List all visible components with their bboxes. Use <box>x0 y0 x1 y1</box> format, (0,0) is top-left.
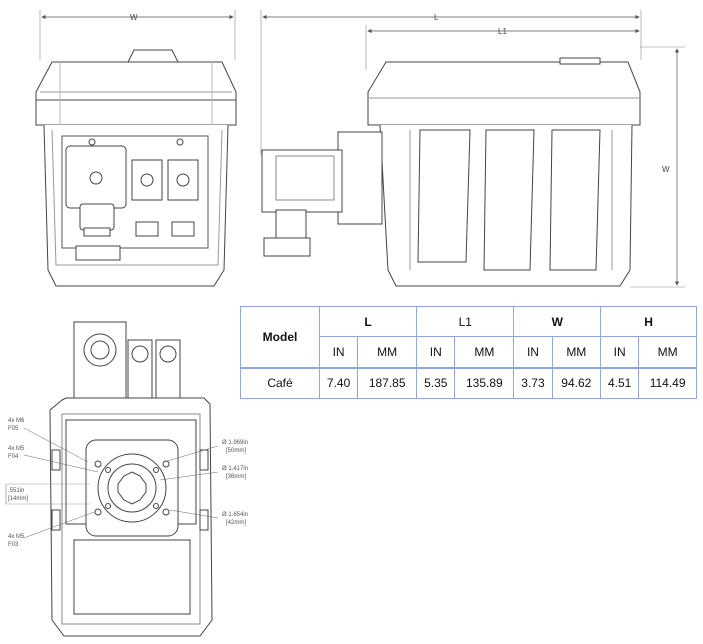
group-header-w: W <box>513 306 602 337</box>
side-l1-label: L1 <box>498 27 507 36</box>
svg-text:[14mm]: [14mm] <box>8 496 28 502</box>
label-depth: .551in <box>8 488 24 494</box>
front-w-label: W <box>130 13 138 22</box>
svg-text:[42mm]: [42mm] <box>226 520 246 526</box>
value-cell: 135.89 <box>454 366 515 399</box>
unit-header: MM <box>551 336 602 368</box>
label-m5-f04: 4x M5 <box>8 446 25 452</box>
value-cell: 94.62 <box>551 366 602 399</box>
label-m6-f05: 4x M6 <box>8 418 25 424</box>
svg-text:F04: F04 <box>8 454 19 460</box>
dim-dia-50: Ø 1.969in <box>222 440 248 446</box>
unit-header: MM <box>357 336 418 368</box>
svg-text:[36mm]: [36mm] <box>226 474 246 480</box>
unit-header: IN <box>600 336 640 368</box>
group-header-l: L <box>318 306 418 337</box>
unit-header: IN <box>318 336 359 368</box>
model-header: Model <box>240 306 320 368</box>
table-row: Café 7.40 187.85 5.35 135.89 3.73 94.62 … <box>240 366 697 399</box>
model-cell: Café <box>240 366 320 399</box>
value-cell: 3.73 <box>513 366 553 399</box>
value-cell: 187.85 <box>357 366 418 399</box>
front-view <box>35 10 237 287</box>
side-view <box>260 10 685 288</box>
value-cell: 5.35 <box>416 366 456 399</box>
value-cell: 7.40 <box>318 366 359 399</box>
svg-text:F05: F05 <box>8 426 19 432</box>
dimension-table: Model L L1 W H IN MM IN MM IN MM IN MM C… <box>240 306 697 399</box>
unit-header: IN <box>416 336 456 368</box>
bottom-view <box>5 321 219 637</box>
bottom-right-labels: Ø 1.969in [50mm] Ø 1.417in [36mm] Ø 1.65… <box>222 440 248 526</box>
unit-header: IN <box>513 336 553 368</box>
side-w-label: W <box>662 165 670 174</box>
dim-dia-36: Ø 1.417in <box>222 466 248 472</box>
value-cell: 114.49 <box>638 366 697 399</box>
svg-text:F03: F03 <box>8 542 19 548</box>
side-l-label: L <box>434 13 439 22</box>
group-header-h: H <box>600 306 697 337</box>
bottom-left-labels: 4x M6 F05 4x M5 F04 .551in [14mm] 4x M5 … <box>8 418 28 548</box>
dim-dia-42: Ø 1.654in <box>222 512 248 518</box>
unit-header: MM <box>454 336 515 368</box>
value-cell: 4.51 <box>600 366 640 399</box>
svg-text:[50mm]: [50mm] <box>226 448 246 454</box>
label-m5-f03: 4x M5 <box>8 534 25 540</box>
group-header-l1: L1 <box>416 306 515 337</box>
unit-header: MM <box>638 336 697 368</box>
